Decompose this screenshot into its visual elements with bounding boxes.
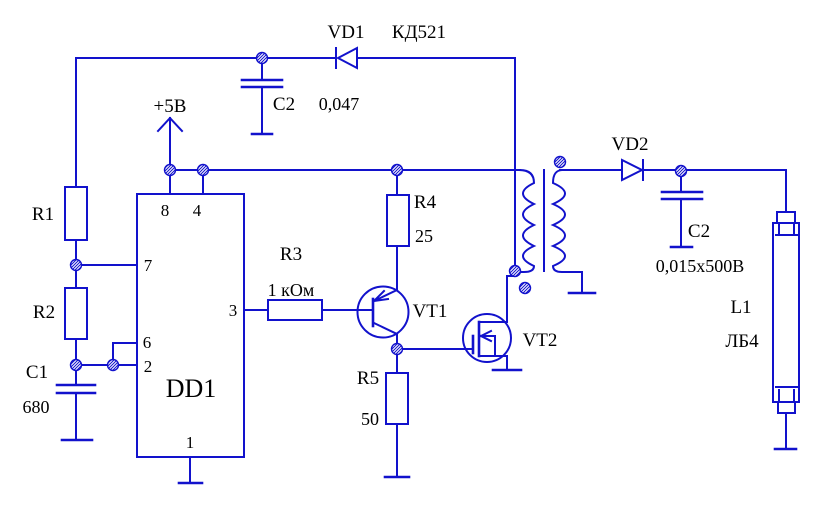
diode-vd2 [621,158,645,182]
label-vd2: VD2 [612,134,649,155]
junction-dot [255,51,269,65]
labels: VD1 КД521 C2 0,047 +5В R1 R2 C1 680 DD1 … [23,22,760,452]
junction-dot [508,264,522,278]
diode-vd1 [335,46,358,70]
label-c2a: C2 [273,94,295,115]
resistor-r5 [385,372,409,425]
label-c1: C1 [26,362,48,383]
label-r3: R3 [280,244,302,265]
label-c2b: C2 [688,221,710,242]
transistor-vt2 [462,313,512,363]
lamp-tube [772,222,800,403]
lamp-top-cap [776,211,796,224]
label-vd1: VD1 [328,22,365,43]
label-vd1-part: КД521 [392,22,446,43]
label-r3-value: 1 кОм [268,280,315,300]
label-vt1: VT1 [413,301,448,322]
lamp-top-electrode [775,222,798,236]
label-pin3: 3 [229,301,238,320]
label-r2: R2 [33,302,55,323]
components [55,46,800,458]
wire-pin7 [75,239,138,289]
wire-pin2-pin6 [75,338,138,386]
label-pin2: 2 [144,357,153,376]
ground-symbols [60,132,798,485]
label-vt2: VT2 [523,330,558,351]
transformer [514,168,583,294]
wire-vt2-drain [506,270,516,323]
label-pin1: 1 [186,433,195,452]
junction-dot [390,342,404,356]
label-c2a-value: 0,047 [319,94,360,114]
label-l1-part: ЛБ4 [725,331,759,352]
label-c2b-value: 0,015x500В [656,256,745,276]
junction-dot [69,358,83,372]
junction-dot [390,163,404,177]
label-dd1: DD1 [166,374,217,403]
junction-dot [518,281,532,295]
label-pin4: 4 [193,201,202,220]
junction-dots [69,51,688,372]
ic-dd1-body [136,193,245,458]
wire-top-left [75,57,337,188]
resistor-r2 [64,287,88,340]
label-supply: +5В [154,96,187,117]
label-r5: R5 [357,368,379,389]
capacitor-c2b [660,190,704,201]
transformer-primary [514,168,537,273]
label-r1: R1 [32,204,54,225]
label-c1-value: 680 [23,397,50,417]
junction-dot [553,155,567,169]
junction-dot [196,163,210,177]
label-r4-value: 25 [415,226,433,246]
label-pin6: 6 [143,333,152,352]
transistor-vt1 [356,285,410,339]
resistor-r1 [64,186,88,241]
junction-dot [674,164,688,178]
lamp-bottom-electrode [775,386,798,403]
lamp-bottom-cap [777,401,796,414]
wire-vd2-lamp [642,169,787,213]
wires [75,57,787,484]
lamp-l1 [772,211,800,414]
resistor-r4 [386,194,410,247]
label-pin8: 8 [161,201,170,220]
label-r4: R4 [414,192,437,213]
junction-dot [69,258,83,272]
capacitor-c2a [240,78,284,89]
transformer-secondary [550,168,583,294]
junction-dot [163,163,177,177]
label-pin7: 7 [144,256,153,275]
junction-dot [106,358,120,372]
label-l1: L1 [730,297,751,318]
label-r5-value: 50 [361,409,379,429]
supply-arrow [156,116,184,171]
capacitor-c1 [55,383,97,395]
resistor-r3 [267,299,323,321]
